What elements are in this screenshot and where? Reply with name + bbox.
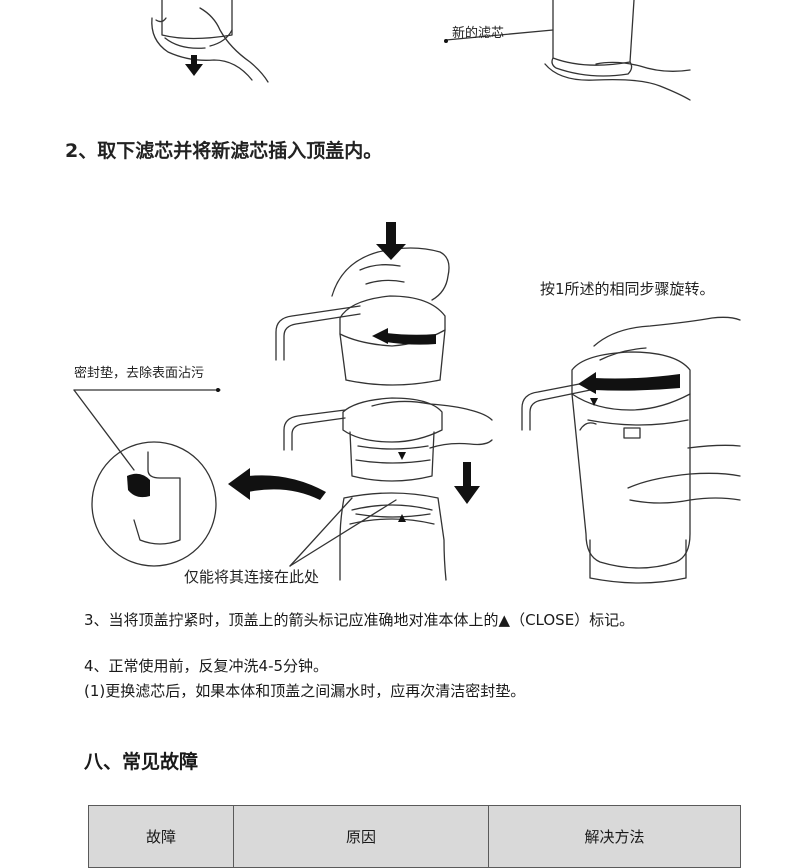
callout-connect-only: 仅能将其连接在此处 xyxy=(184,568,320,586)
step4-note: (1)更换滤芯后，如果本体和顶盖之间漏水时，应再次清洁密封垫。 xyxy=(84,682,526,700)
table-header-cell: 故障 xyxy=(88,805,234,868)
table-header-cell: 解决方法 xyxy=(488,805,741,868)
section8-title: 八、常见故障 xyxy=(84,751,199,773)
table-header-row: 故障 原因 解决方法 xyxy=(88,805,741,868)
step4-text: 4、正常使用前，反复冲洗4-5分钟。 xyxy=(84,657,329,675)
callout-gasket: 密封垫，去除表面沾污 xyxy=(74,366,205,381)
installation-illustration xyxy=(73,0,741,584)
step2-heading: 2、取下滤芯并将新滤芯插入顶盖内。 xyxy=(65,140,383,162)
table-header-cell: 原因 xyxy=(233,805,489,868)
callout-new-filter: 新的滤芯 xyxy=(452,26,505,41)
callout-same-steps: 按1所述的相同步骤旋转。 xyxy=(540,280,715,298)
troubleshooting-table: 故障 原因 解决方法 xyxy=(88,805,741,868)
step3-text: 3、当将顶盖拧紧时，顶盖上的箭头标记应准确地对准本体上的▲（CLOSE）标记。 xyxy=(84,611,635,629)
